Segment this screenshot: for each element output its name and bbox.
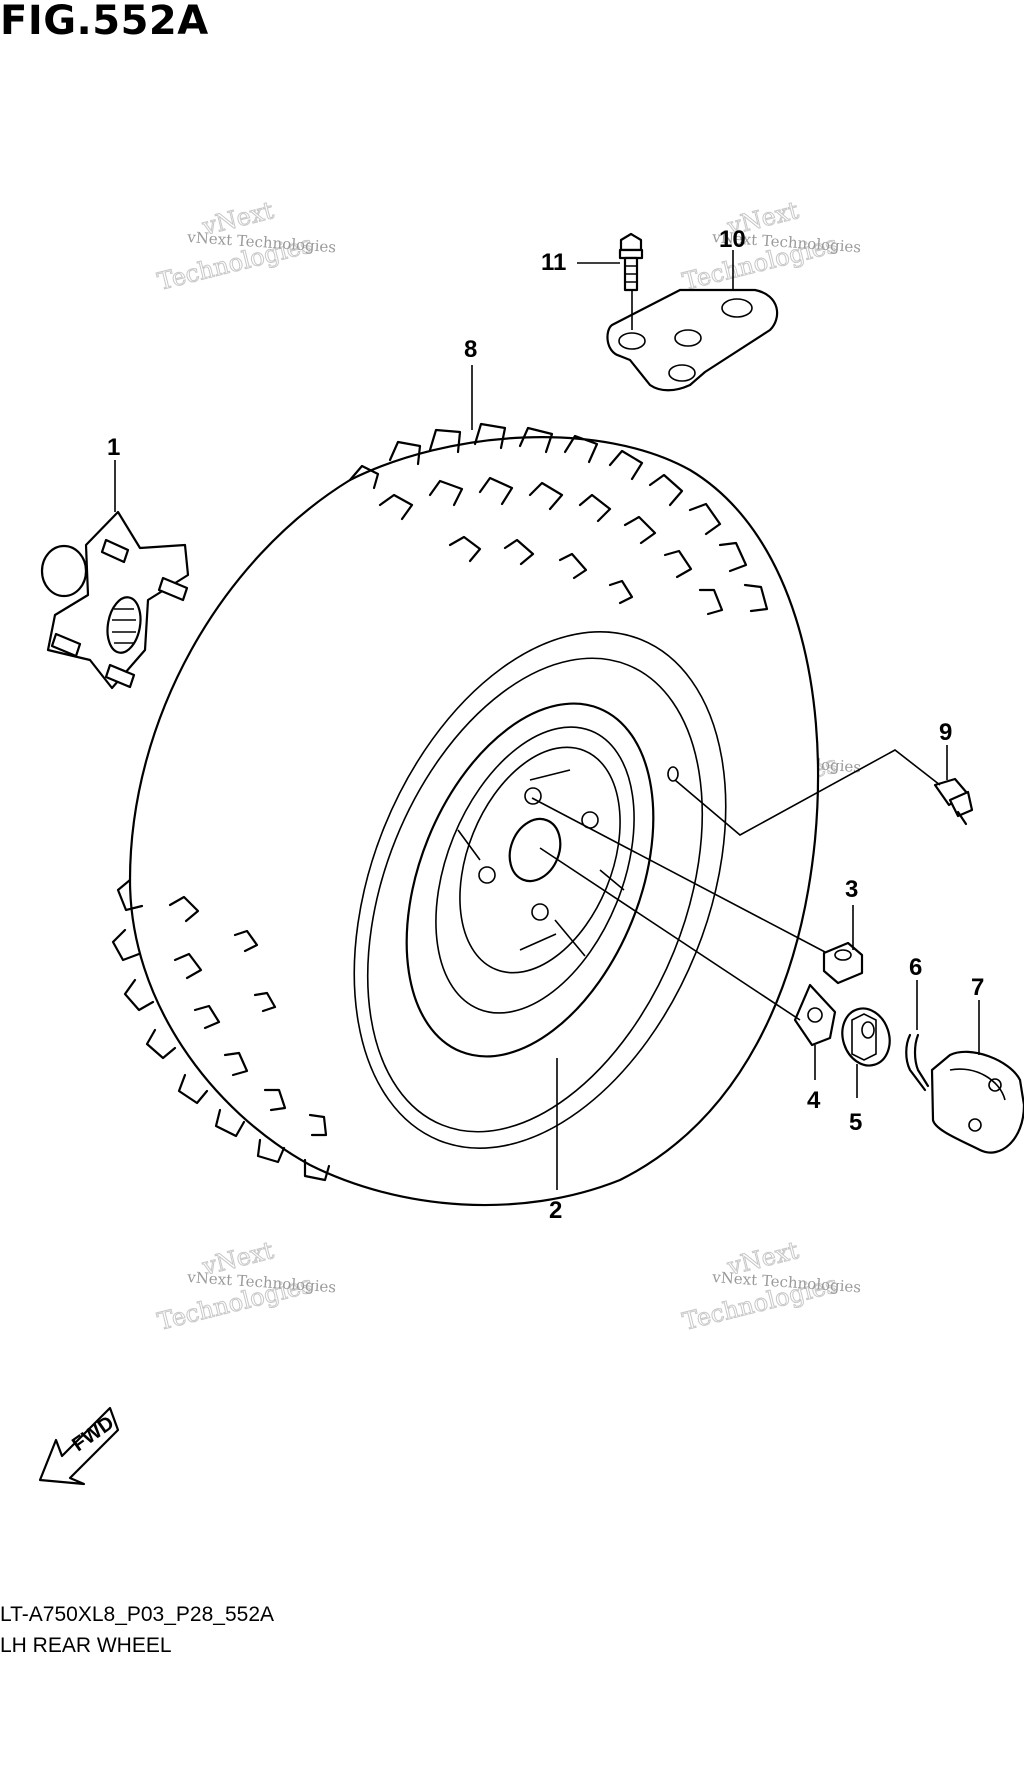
watermark-bottom-left: vNext Technologies vNext Technologies: [154, 1236, 336, 1337]
lock-washer: [793, 983, 837, 1047]
callout-7: 7: [971, 974, 984, 1001]
watermark-top-right: vNext Technologies vNext Technologies: [679, 196, 861, 297]
castle-nut: [841, 1007, 891, 1067]
bracket: [606, 288, 779, 392]
wheel-rim: [405, 702, 679, 1058]
callout-1: 1: [107, 434, 120, 461]
callout-2: 2: [549, 1197, 562, 1224]
callout-11: 11: [541, 249, 566, 276]
callout-5: 5: [849, 1109, 862, 1136]
fwd-arrow: FWD: [38, 1406, 120, 1486]
callouts: 1 2 3 4 5 6 7 8 9 10 11: [107, 226, 984, 1224]
callout-10: 10: [719, 226, 746, 253]
callout-6: 6: [909, 954, 922, 981]
wheel-hub: [40, 510, 190, 690]
valve-stem: [933, 777, 974, 826]
callout-3: 3: [845, 876, 858, 903]
leader-lines: [114, 250, 980, 1190]
wheel-nut: [822, 941, 864, 985]
watermark-top-left: vNext Technologies vNext Technologies: [154, 196, 336, 297]
cotter-pin: [905, 1033, 930, 1092]
figure-description: LH REAR WHEEL: [0, 1634, 172, 1657]
tread-top: [348, 422, 769, 616]
figure-title: FIG.552A: [0, 0, 209, 44]
bolt: [618, 232, 644, 292]
callout-4: 4: [807, 1087, 821, 1114]
callout-8: 8: [464, 336, 477, 363]
tread-left: [111, 878, 331, 1182]
callout-9: 9: [939, 719, 952, 746]
watermark-bottom-right: vNext Technologies vNext Technologies: [679, 1236, 861, 1337]
hub-cap: [930, 1050, 1024, 1154]
figure-code: LT-A750XL8_P03_P28_552A: [0, 1603, 275, 1626]
